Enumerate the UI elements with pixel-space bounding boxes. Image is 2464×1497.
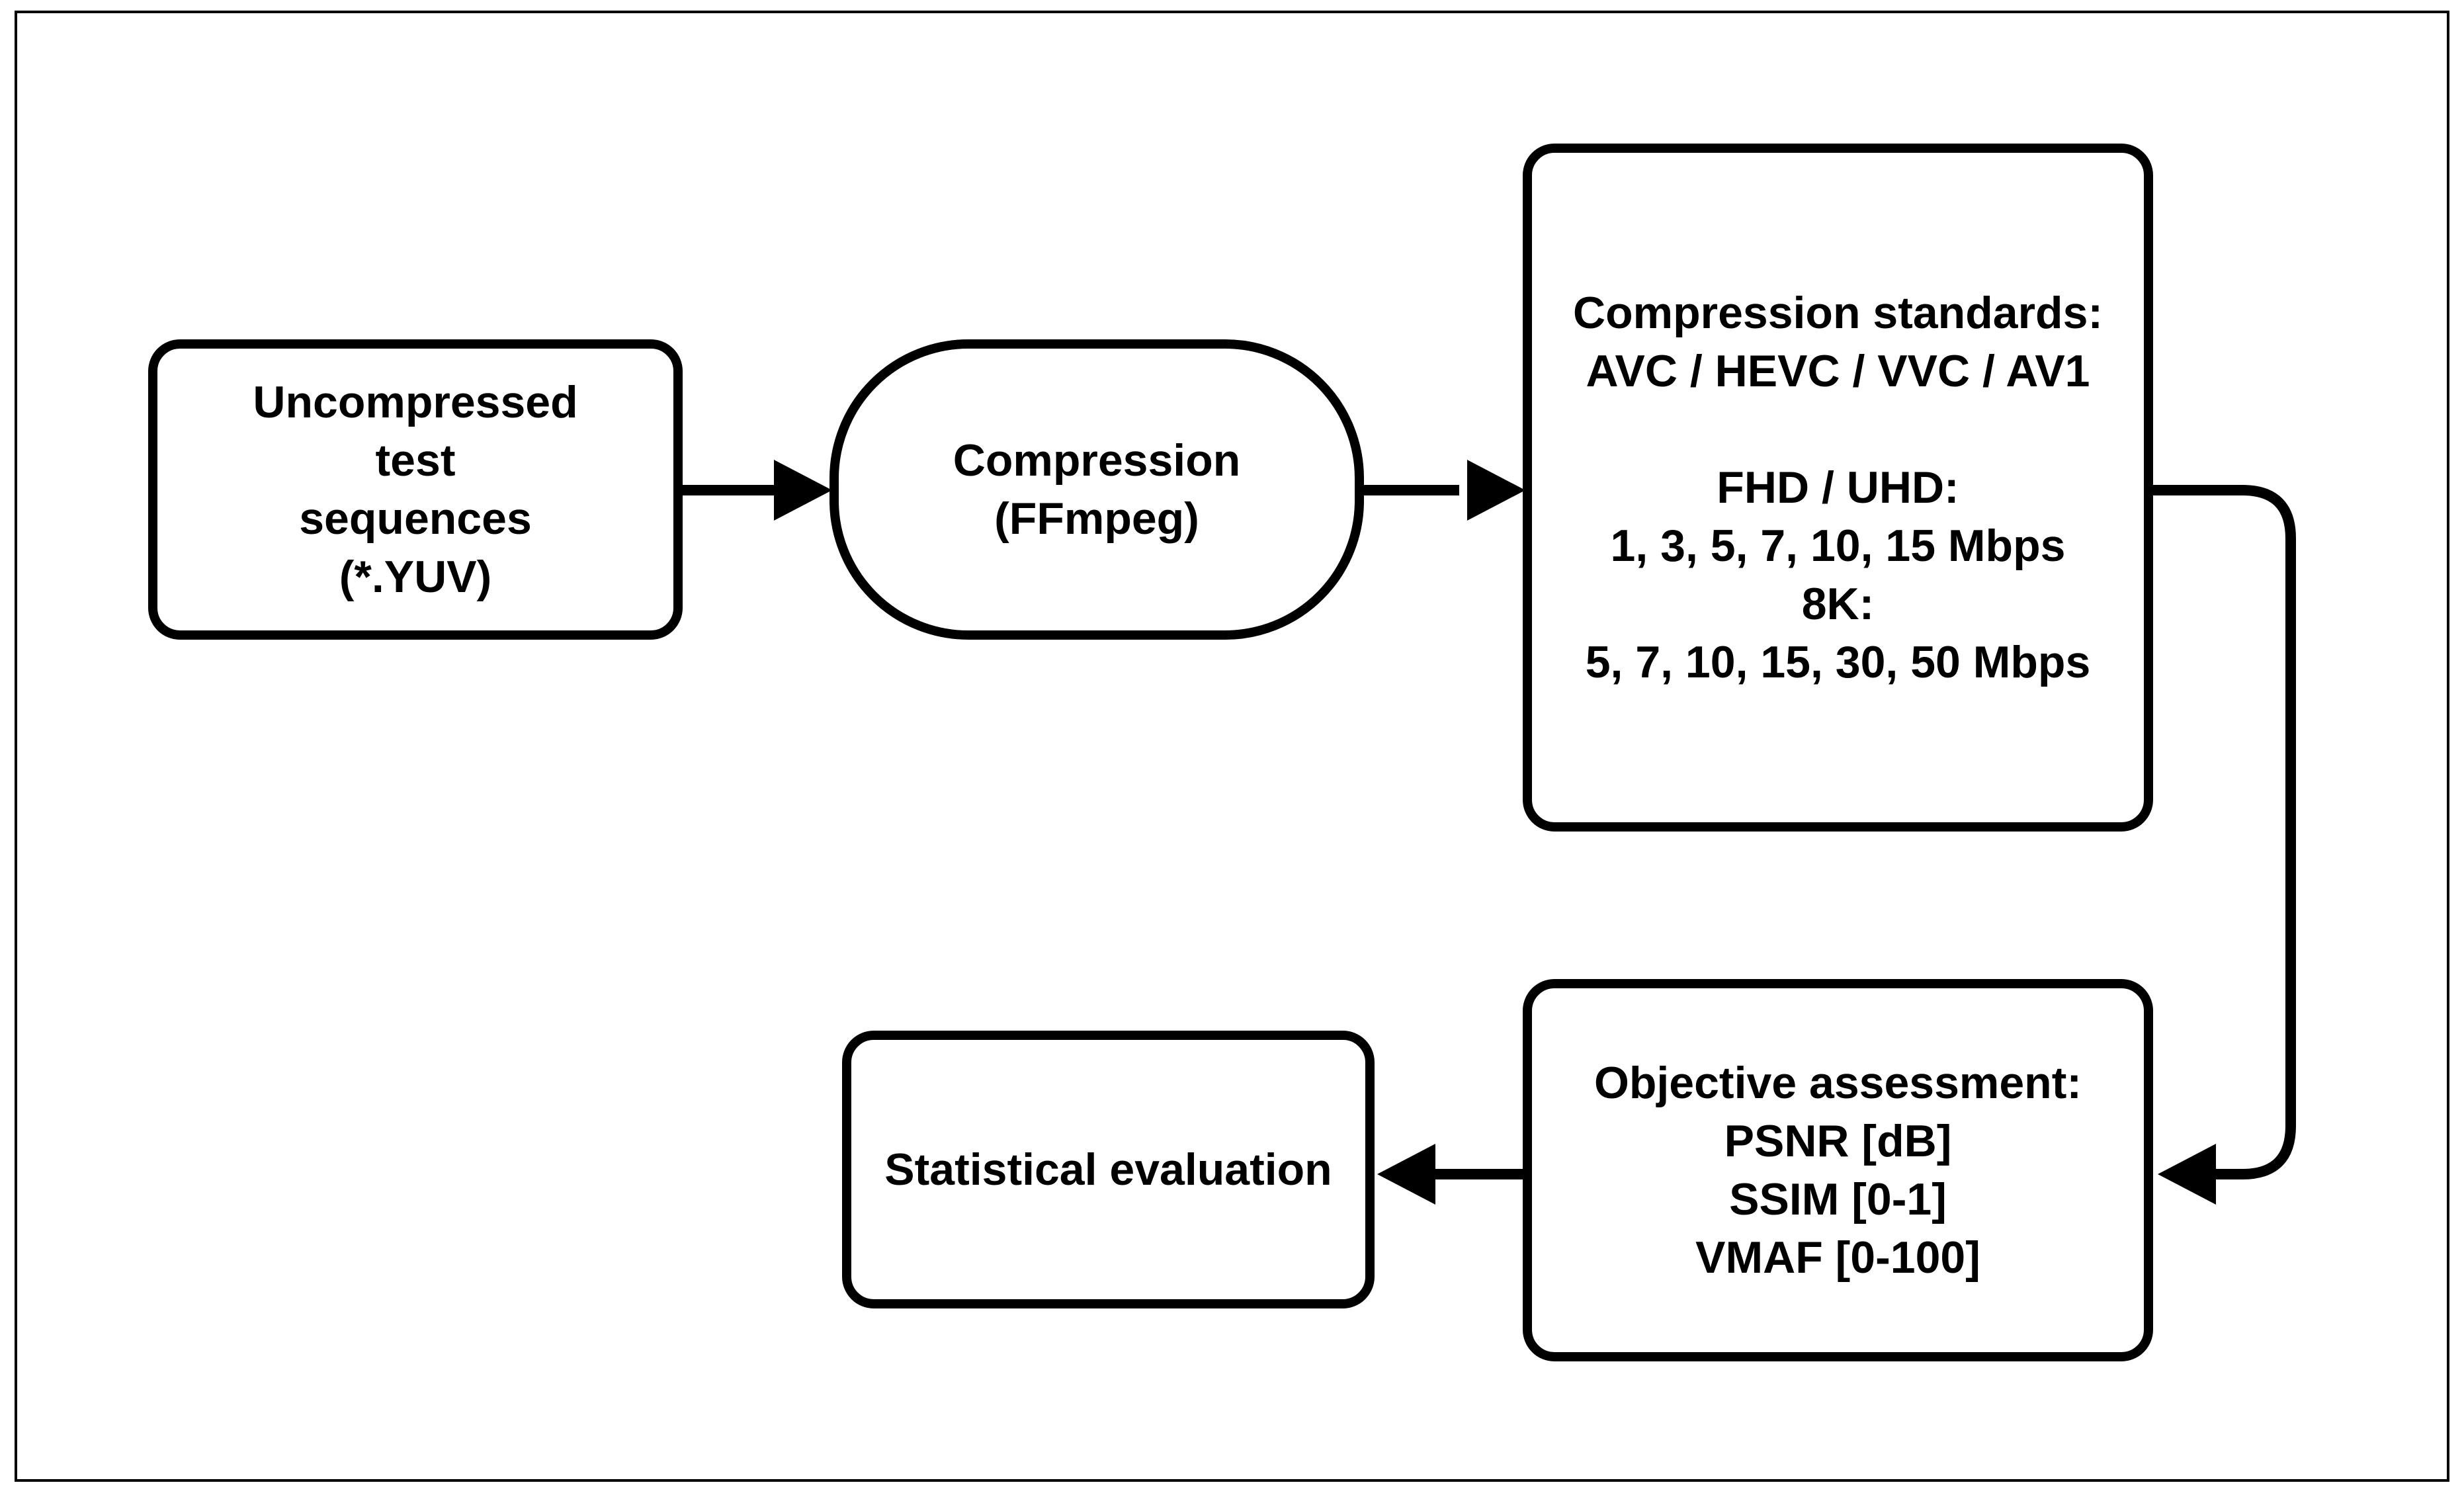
node-label-line: SSIM [0-1] <box>1729 1174 1947 1224</box>
arrowhead-right-icon <box>774 460 832 521</box>
node-compression-ffmpeg: Compression (FFmpeg) <box>829 339 1364 640</box>
arrowhead-left-icon <box>2158 1144 2216 1205</box>
node-label-line: 1, 3, 5, 7, 10, 15 Mbps <box>1610 521 2066 571</box>
arrowhead-right-icon <box>1467 460 1525 521</box>
node-objective-assessment: Objective assessment: PSNR [dB] SSIM [0-… <box>1523 979 2153 1361</box>
arrow-compression-to-standards <box>1364 460 1525 521</box>
node-label-line: 5, 7, 10, 15, 30, 50 Mbps <box>1585 637 2091 687</box>
node-label-line: PSNR [dB] <box>1724 1116 1952 1166</box>
arrow-uncompressed-to-compression <box>683 460 832 521</box>
node-uncompressed-test-sequences: Uncompressed test sequences (*.YUV) <box>148 339 683 640</box>
diagram-border <box>15 11 2449 1482</box>
node-compression-standards: Compression standards: AVC / HEVC / VVC … <box>1523 144 2153 832</box>
node-label-line: test <box>375 435 456 486</box>
node-label-line: (FFmpeg) <box>994 493 1199 544</box>
node-label-line: sequences <box>299 493 532 544</box>
node-label-line: FHD / UHD: <box>1717 462 1959 513</box>
arrow-standards-to-objective <box>2148 485 2296 1205</box>
node-label-line: Compression <box>953 435 1241 486</box>
arrowhead-left-icon <box>1377 1144 1435 1205</box>
node-label-line: Statistical evaluation <box>884 1144 1332 1195</box>
node-label-line: AVC / HEVC / VVC / AV1 <box>1586 346 2090 396</box>
node-label-line: Compression standards: <box>1572 288 2103 338</box>
node-label-line: 8K: <box>1801 579 1875 629</box>
arrow-objective-to-statistical <box>1377 1144 1523 1205</box>
node-label-line: Uncompressed <box>253 377 578 427</box>
node-label-line: VMAF [0-100] <box>1695 1232 1980 1283</box>
node-label-line: Objective assessment: <box>1593 1058 2082 1108</box>
node-label-line: (*.YUV) <box>339 552 492 602</box>
node-statistical-evaluation: Statistical evaluation <box>842 1031 1375 1308</box>
